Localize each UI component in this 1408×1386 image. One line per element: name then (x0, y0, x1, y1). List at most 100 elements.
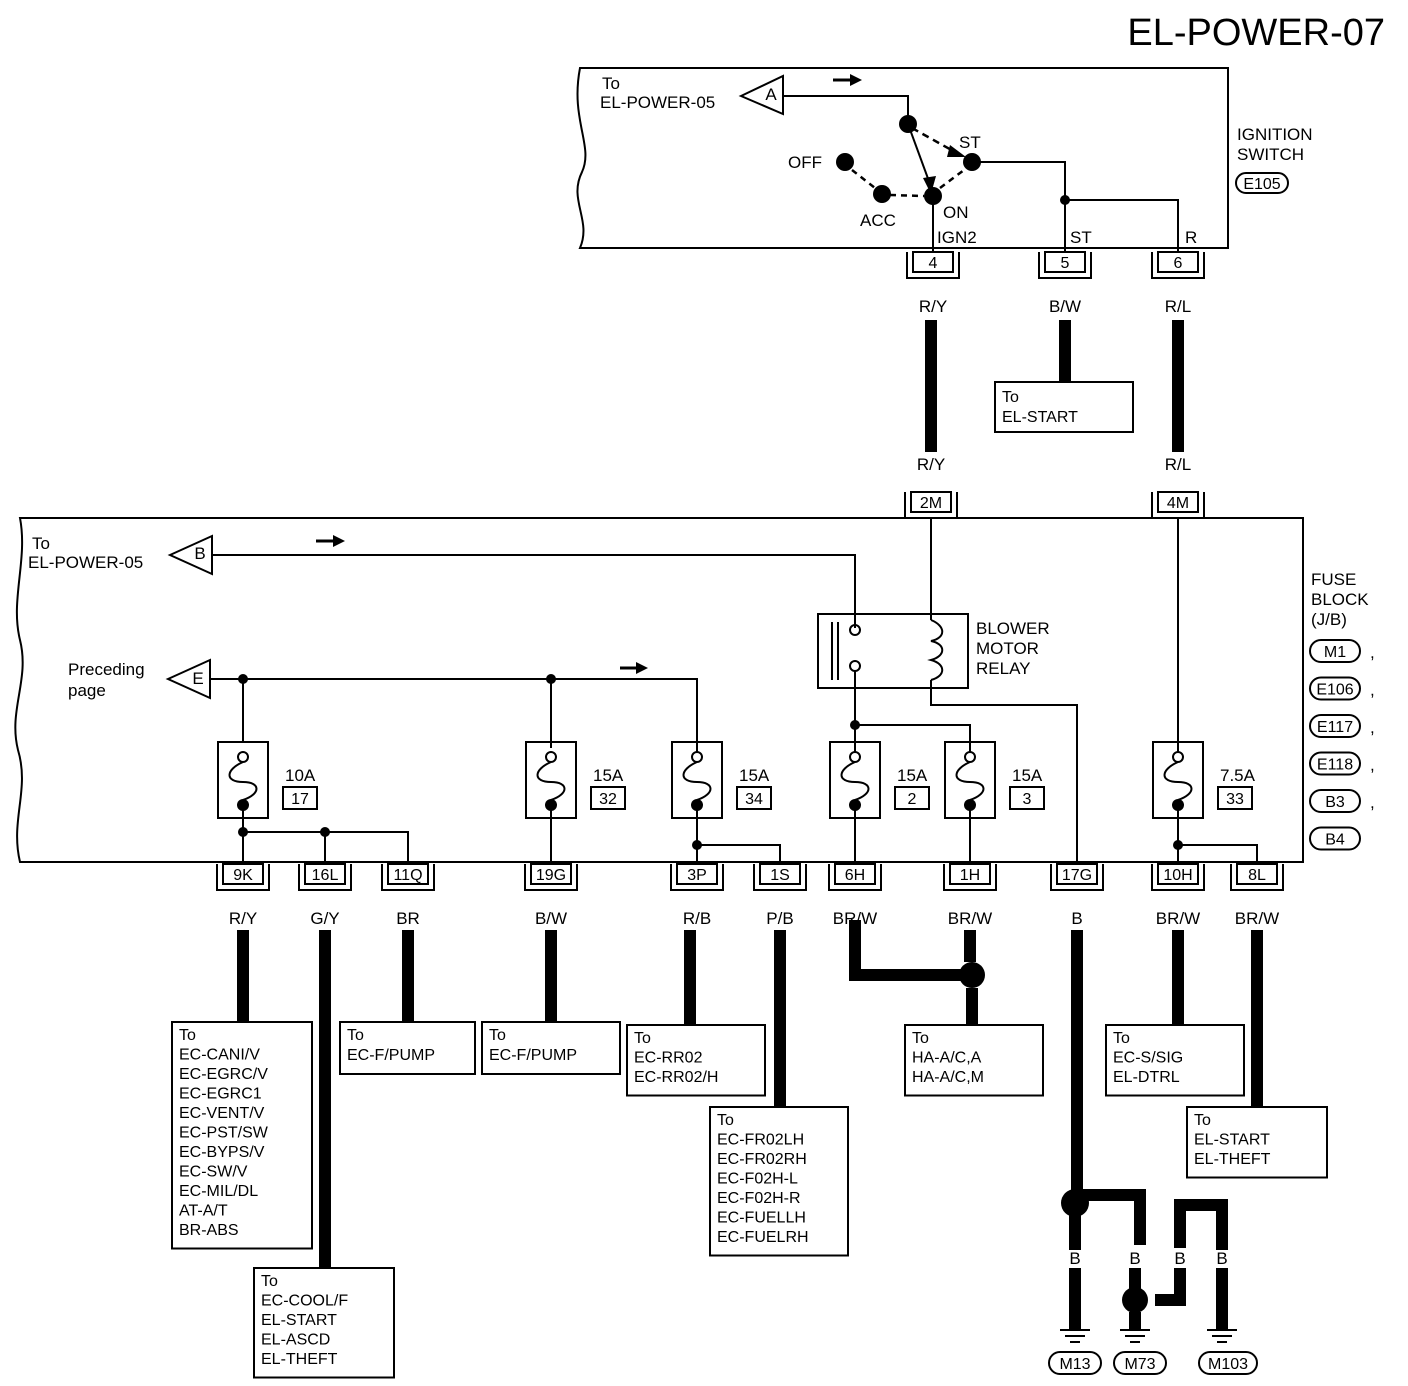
ground-wire-2: B (1174, 1249, 1185, 1268)
fuse-amp-0: 10A (285, 766, 316, 785)
fb-connector-label-4: B3 (1325, 794, 1345, 811)
fb-connector-M1: M1, (1309, 639, 1375, 663)
ign-wire-label-2: R/L (1165, 297, 1191, 316)
pos-acc-label: ACC (860, 211, 896, 230)
fuse-block-name-2: BLOCK (1311, 590, 1369, 609)
term-ign2-label: IGN2 (937, 228, 977, 247)
dest-box6-line-2: EC-FR02RH (717, 1151, 807, 1168)
fb-connector-B3: B3, (1309, 789, 1375, 813)
fb-connector-comma-1: , (1370, 681, 1375, 700)
fb-pin-3P: 3P (670, 863, 724, 891)
ref-e-line1: Preceding (68, 660, 145, 679)
fb-pin-1H-label: 1H (960, 867, 980, 884)
fb-pin-11Q-label: 11Q (393, 867, 422, 884)
fb-pin-10H-label: 10H (1163, 867, 1192, 884)
ign-pin-4: 4 (906, 251, 960, 279)
dest-box7-line-2: HA-A/C,M (912, 1069, 984, 1086)
ground-point-label-2: M103 (1208, 1356, 1248, 1373)
fuse-block-name-3: (J/B) (1311, 610, 1347, 629)
ref-b-letter: B (194, 544, 205, 563)
fuse-amp-3: 15A (897, 766, 928, 785)
fb-top-pin-2M-label: 2M (920, 495, 942, 512)
dest-box3-line-1: EC-F/PUMP (347, 1047, 435, 1064)
fb-connector-comma-4: , (1370, 793, 1375, 812)
dest-box1: ToEC-CANI/VEC-EGRC/VEC-EGRC1EC-VENT/VEC-… (171, 1021, 313, 1250)
ign-pin-5-label: 5 (1061, 255, 1070, 272)
pos-st-label: ST (959, 133, 981, 152)
dest-box1-line-0: To (179, 1027, 196, 1044)
fb-wire-label-3: B/W (535, 909, 567, 928)
ref-a-letter: A (765, 85, 777, 104)
fb-pin-9K: 9K (216, 863, 270, 891)
fuse-block-top-pins: R/Y 2M R/L 4M (904, 455, 1205, 519)
fb-pin-8L: 8L (1230, 863, 1284, 891)
dest-box9-line-0: To (1194, 1112, 1211, 1129)
term-r-label: R (1185, 228, 1197, 247)
dest-box1-line-3: EC-EGRC1 (179, 1086, 262, 1103)
fb-pin-6H: 6H (828, 863, 882, 891)
ign-pin-4-label: 4 (929, 255, 938, 272)
fb-pin-19G: 19G (524, 863, 578, 891)
fb-pin-17G: 17G (1050, 863, 1104, 891)
fb-connector-label-2: E117 (1317, 719, 1353, 736)
fb-pin-9K-label: 9K (233, 867, 253, 884)
ground-point-label-0: M13 (1059, 1356, 1090, 1373)
dest-box5-line-0: To (634, 1030, 651, 1047)
ref-e-line2: page (68, 681, 106, 700)
ign-pin-6: 6 (1151, 251, 1205, 279)
fb-wire-label-5: P/B (766, 909, 793, 928)
dest-box2-line-0: To (261, 1273, 278, 1290)
ref-b-page: EL-POWER-05 (28, 553, 143, 572)
fuse-block-name-1: FUSE (1311, 570, 1356, 589)
dest-box6: ToEC-FR02LHEC-FR02RHEC-F02H-LEC-F02H-REC… (709, 1106, 849, 1257)
fb-wire-label-0: R/Y (229, 909, 257, 928)
dest-box7-line-1: HA-A/C,A (912, 1050, 982, 1067)
fb-top-wire-1: R/L (1165, 455, 1191, 474)
dest-box4-line-0: To (489, 1027, 506, 1044)
dest-box6-line-6: EC-FUELRH (717, 1229, 809, 1246)
fb-pin-10H: 10H (1151, 863, 1205, 891)
dest-box1-line-5: EC-PST/SW (179, 1125, 269, 1142)
fuse-amp-1: 15A (593, 766, 624, 785)
fuse-block: To EL-POWER-05 B Preceding page E BLOWER… (14, 517, 1375, 872)
pos-off-label: OFF (788, 153, 822, 172)
dest-box6-line-5: EC-FUELLH (717, 1210, 806, 1227)
fb-wire-label-9: BR/W (1156, 909, 1200, 928)
dest-box6-line-1: EC-FR02LH (717, 1132, 804, 1149)
dest-box9-line-2: EL-THEFT (1194, 1151, 1271, 1168)
fb-connector-comma-3: , (1370, 756, 1375, 775)
fb-top-wire-0: R/Y (917, 455, 945, 474)
fuse-num-2: 34 (745, 791, 763, 808)
page-title: EL-POWER-07 (1127, 12, 1385, 54)
ign-ref-to: To (602, 74, 620, 93)
ground-point-M73: M73 (1113, 1351, 1167, 1375)
dest-box1-line-6: EC-BYPS/V (179, 1144, 265, 1161)
dest-box2-line-4: EL-THEFT (261, 1351, 338, 1368)
fb-top-pin-4M: 4M (1151, 491, 1205, 519)
fuse-num-5: 33 (1226, 791, 1244, 808)
fb-connector-comma-2: , (1370, 718, 1375, 737)
relay-name-1: BLOWER (976, 619, 1050, 638)
fuse-num-4: 3 (1023, 791, 1032, 808)
term-st-label: ST (1070, 228, 1092, 247)
dest-box6-line-3: EC-F02H-L (717, 1171, 798, 1188)
ign-pin-6-label: 6 (1174, 255, 1183, 272)
fuse-block-bottom-pins: 9KR/Y16LG/Y11QBR19GB/W3PR/B1SP/B6HBR/W1H… (216, 863, 1284, 1268)
ignition-name-2: SWITCH (1237, 145, 1304, 164)
fb-connector-E106: E106, (1309, 676, 1375, 701)
fb-connector-label-1: E106 (1316, 682, 1353, 699)
dest-box3-line-0: To (347, 1027, 364, 1044)
relay-name-3: RELAY (976, 659, 1031, 678)
ground-wire-3: B (1216, 1249, 1227, 1268)
ignition-connector-id: E105 (1243, 176, 1280, 193)
